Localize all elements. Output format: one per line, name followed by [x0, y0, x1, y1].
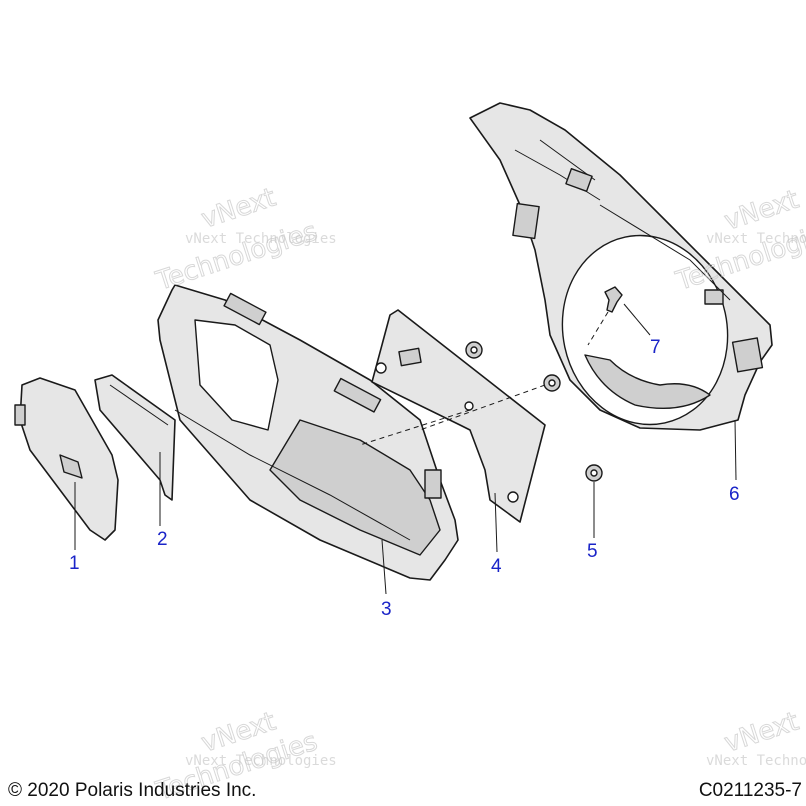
svg-text:vNext Technologies: vNext Technologies: [706, 231, 806, 247]
svg-text:vNext Technologies: vNext Technologies: [706, 753, 806, 769]
watermark-top-right: vNext Technologies vNext Technologies: [671, 184, 806, 297]
svg-text:vNext Technologies: vNext Technologies: [185, 753, 337, 769]
part-5-speed-nuts: [465, 341, 603, 482]
callout-1: 1: [69, 553, 80, 574]
part-1-cover: [14, 377, 119, 541]
svg-text:vNext: vNext: [721, 707, 803, 759]
watermark-top-left: vNext Technologies vNext Technologies: [151, 182, 337, 297]
part-7-rivet: [587, 286, 623, 346]
alignment-line-lower: [359, 409, 471, 446]
callout-7: 7: [650, 337, 661, 358]
callout-4: 4: [491, 556, 502, 577]
callout-3: 3: [381, 599, 392, 620]
alignment-line-upper: [419, 384, 546, 431]
part-3-bezel: [157, 284, 459, 581]
callout-5: 5: [587, 541, 598, 562]
drawing-number: C0211235-7: [698, 780, 802, 801]
part-6-housing: [469, 102, 773, 431]
callout-6: 6: [729, 484, 740, 505]
svg-text:vNext Technologies: vNext Technologies: [185, 231, 337, 247]
leader-lines: [74, 303, 737, 595]
svg-text:Technologies: Technologies: [152, 217, 321, 297]
svg-text:vNext: vNext: [721, 185, 803, 237]
callout-2: 2: [157, 529, 168, 550]
watermark-bottom-right: vNext Technologies vNext: [706, 706, 806, 769]
part-2-lens: [94, 374, 176, 501]
copyright-notice: © 2020 Polaris Industries Inc.: [8, 780, 257, 801]
svg-text:vNext: vNext: [198, 183, 280, 235]
